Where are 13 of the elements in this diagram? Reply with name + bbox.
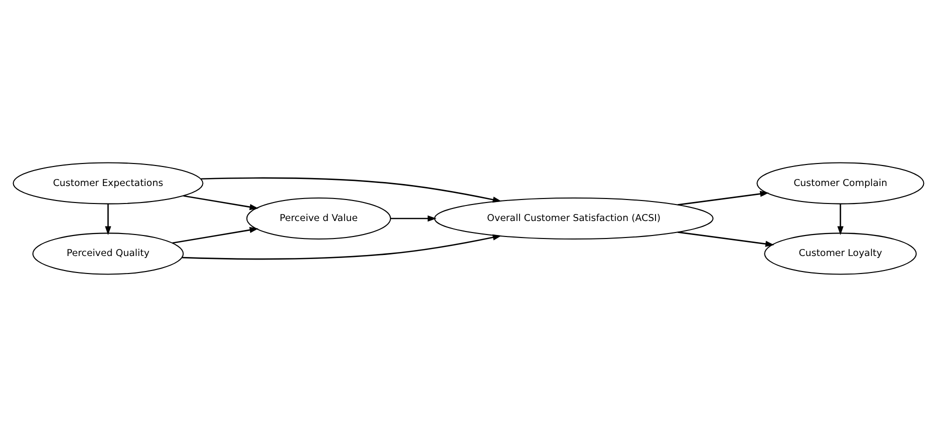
arrow — [678, 190, 769, 206]
arrow — [837, 204, 844, 236]
node-ellipse: Perceive d Value — [246, 197, 392, 240]
arrow — [678, 232, 774, 247]
arrow — [172, 226, 258, 244]
node-ellipse: Perceived Quality — [32, 232, 184, 275]
node-ellipse: Customer Complain — [756, 162, 924, 204]
node-ellipse: Customer Expectations — [12, 162, 204, 204]
arrow — [183, 195, 258, 210]
arrow — [182, 234, 502, 260]
arrow — [200, 177, 502, 203]
arrow — [390, 215, 437, 222]
arrow — [104, 204, 112, 236]
